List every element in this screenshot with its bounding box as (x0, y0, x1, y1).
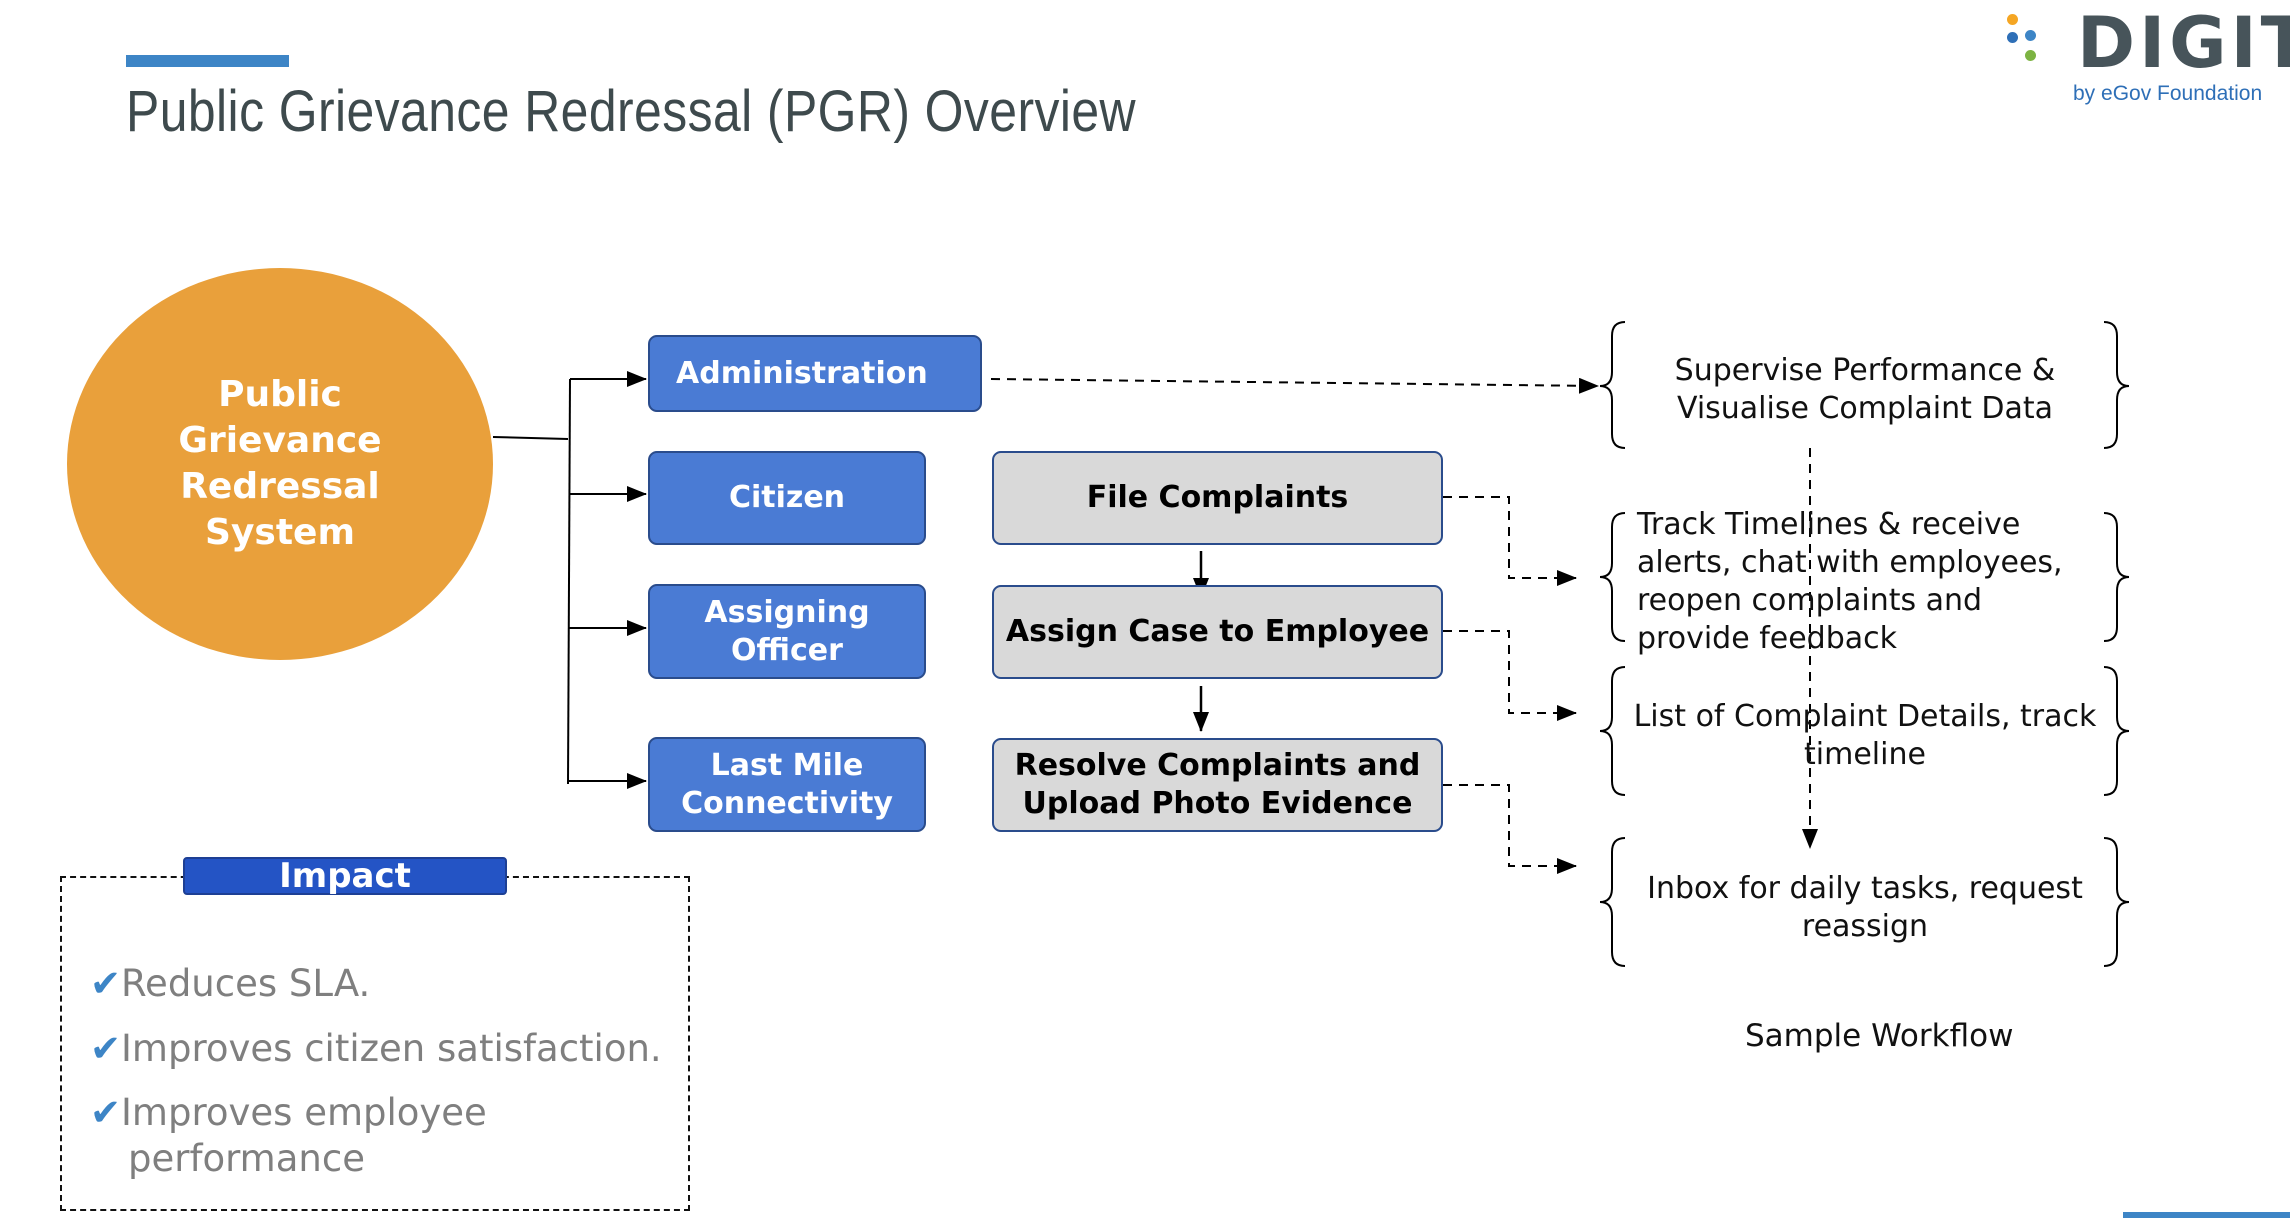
role-label: Connectivity (681, 785, 893, 821)
impact-text: performance (128, 1137, 365, 1180)
workflow-caption: Sample Workflow (1745, 1018, 2014, 1054)
page-title: Public Grievance Redressal (PGR) Overvie… (126, 79, 1137, 144)
role-label: Citizen (728, 480, 846, 515)
task-label: Upload Photo Evidence (1022, 786, 1413, 821)
corner-accent-bar (2123, 1212, 2290, 1218)
task-label: File Complaints (1086, 480, 1349, 515)
outcome-line: Supervise Performance & (1674, 353, 2056, 388)
task-label: Assign Case to Employee (1005, 614, 1430, 649)
impact-text: Improves employee (121, 1091, 487, 1134)
digit-logo: DIGIT by eGov Foundation (2005, 2, 2290, 113)
check-icon: ✔ (90, 1027, 122, 1070)
impact-text: Improves citizen satisfaction. (121, 1027, 662, 1070)
outcome-line: timeline (1804, 737, 1926, 772)
outcome-supervise: Supervise Performance & Visualise Compla… (1630, 352, 2100, 428)
role-assigning-officer: Assigning Officer (648, 584, 926, 679)
outcome-line: Visualise Complaint Data (1676, 391, 2054, 426)
logo-dot-blue (2025, 30, 2036, 41)
role-label: Assigning (704, 594, 870, 630)
system-label-line: System (205, 512, 355, 553)
role-label: Last Mile (710, 747, 864, 783)
logo-dot-darkblue (2007, 32, 2018, 43)
outcome-line: Inbox for daily tasks, request (1647, 871, 2083, 906)
task-label: Resolve Complaints and (1014, 748, 1421, 783)
role-administration: Administration (648, 335, 982, 412)
system-ellipse (67, 268, 493, 660)
outcome-line: reassign (1801, 909, 1929, 944)
role-citizen: Citizen (648, 451, 926, 545)
outcome-line: reopen complaints and (1637, 583, 1983, 618)
logo-dot-green (2025, 50, 2036, 61)
outcome-links (990, 377, 1818, 874)
logo-subtitle: by eGov Foundation (2073, 82, 2263, 105)
outcome-track: Track Timelines & receive alerts, chat w… (1637, 506, 2107, 658)
role-last-mile-connectivity: Last Mile Connectivity (648, 737, 926, 832)
impact-text: Reduces SLA. (121, 962, 371, 1005)
role-label: Administration (676, 355, 928, 391)
outcome-braces (1599, 321, 2130, 967)
logo-dot-orange (2007, 14, 2018, 25)
system-label: Public Grievance Redressal System (68, 372, 492, 556)
task-file-complaints: File Complaints (992, 451, 1443, 545)
system-label-line: Redressal (180, 466, 380, 507)
system-to-roles-connector (492, 371, 647, 789)
check-icon: ✔ (90, 962, 122, 1005)
system-label-line: Grievance (178, 420, 382, 461)
outcome-line: List of Complaint Details, track (1633, 699, 2097, 734)
role-label: Officer (731, 632, 843, 668)
outcome-inbox: Inbox for daily tasks, request reassign (1620, 870, 2110, 946)
impact-item: ✔Reduces SLA. (90, 961, 370, 1007)
task-assign-case: Assign Case to Employee (992, 585, 1443, 679)
title-accent-bar (126, 55, 289, 67)
logo-wordmark: DIGIT (2077, 2, 2290, 84)
outcome-list: List of Complaint Details, track timelin… (1620, 698, 2110, 774)
impact-item: ✔Improves employee performance (90, 1090, 487, 1182)
outcome-line: Track Timelines & receive (1637, 507, 2021, 542)
system-label-line: Public (218, 374, 342, 415)
outcome-line: provide feedback (1637, 621, 1898, 656)
impact-item: ✔Improves citizen satisfaction. (90, 1026, 662, 1072)
task-resolve-complaints: Resolve Complaints and Upload Photo Evid… (992, 738, 1443, 832)
check-icon: ✔ (90, 1091, 122, 1134)
outcome-line: alerts, chat with employees, (1637, 545, 2063, 580)
impact-title: Impact (183, 857, 507, 895)
